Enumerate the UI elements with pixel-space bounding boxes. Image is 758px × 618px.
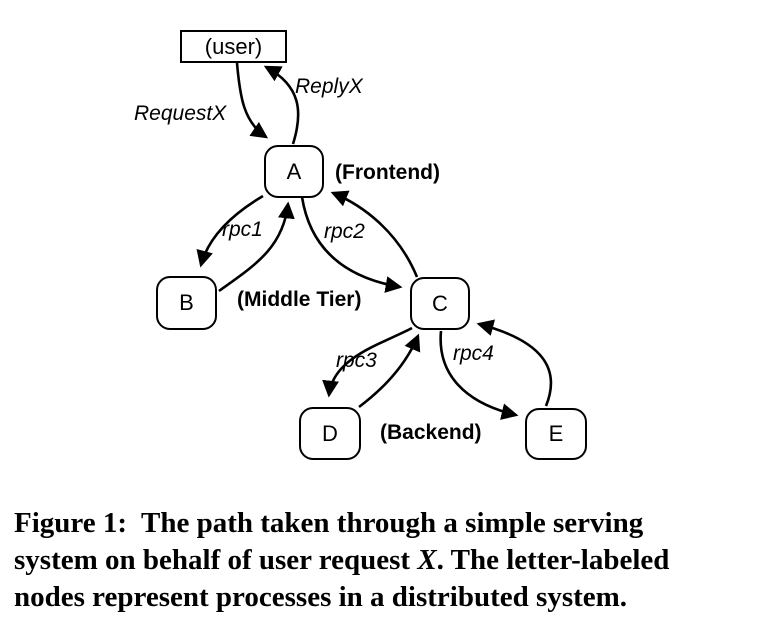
edge-arrows-canvas xyxy=(196,62,553,420)
node-b-middle-tier: B xyxy=(156,276,217,330)
node-b-label: B xyxy=(179,290,194,315)
edge-label-requestx: RequestX xyxy=(134,102,227,125)
caption-request-x-variable: X xyxy=(417,544,437,576)
edge-rpc1-return-arrow xyxy=(218,201,295,293)
caption-line-2: system on behalf of user request X. The … xyxy=(14,542,758,579)
edge-rpc3-return-arrow xyxy=(358,333,421,409)
edge-label-rpc4: rpc4 xyxy=(453,342,494,365)
tier-label-middle-tier: (Middle Tier) xyxy=(237,288,362,311)
edge-rpc2-return-arrow xyxy=(330,190,419,278)
edge-rpc2-call-arrow xyxy=(300,196,403,293)
edge-rpc4-return-arrow xyxy=(476,319,553,407)
edge-label-rpc3: rpc3 xyxy=(336,349,377,372)
tier-label-backend: (Backend) xyxy=(380,421,482,444)
node-c-middle-tier: C xyxy=(410,277,470,330)
caption-line-2-post: . The letter-labeled xyxy=(436,544,670,576)
edge-rpc3-call-arrow xyxy=(322,326,413,398)
edge-rpc4-call-arrow xyxy=(439,330,519,420)
node-a-frontend: A xyxy=(264,145,324,198)
node-user: (user) xyxy=(180,30,287,63)
tier-label-frontend: (Frontend) xyxy=(335,161,440,184)
node-e-label: E xyxy=(548,421,564,446)
caption-line-3: nodes represent processes in a distribut… xyxy=(14,581,628,613)
edge-label-replyx: ReplyX xyxy=(295,75,363,98)
node-d-backend: D xyxy=(299,407,361,460)
node-a-label: A xyxy=(286,158,302,184)
edge-label-rpc1: rpc1 xyxy=(222,218,263,241)
edge-requestx-arrow xyxy=(235,62,269,139)
edge-rpc1-call-arrow xyxy=(196,194,264,268)
node-d-label: D xyxy=(322,420,338,446)
node-c-label: C xyxy=(432,290,448,316)
figure-caption: Figure 1: The path taken through a simpl… xyxy=(14,505,758,616)
node-user-label: (user) xyxy=(204,33,263,59)
edge-replyx-arrow xyxy=(263,65,300,145)
caption-line-1: Figure 1: The path taken through a simpl… xyxy=(14,507,644,539)
node-e-backend: E xyxy=(525,408,587,460)
caption-line-2-pre: system on behalf of user request xyxy=(14,544,418,576)
edge-label-rpc2: rpc2 xyxy=(324,220,365,243)
